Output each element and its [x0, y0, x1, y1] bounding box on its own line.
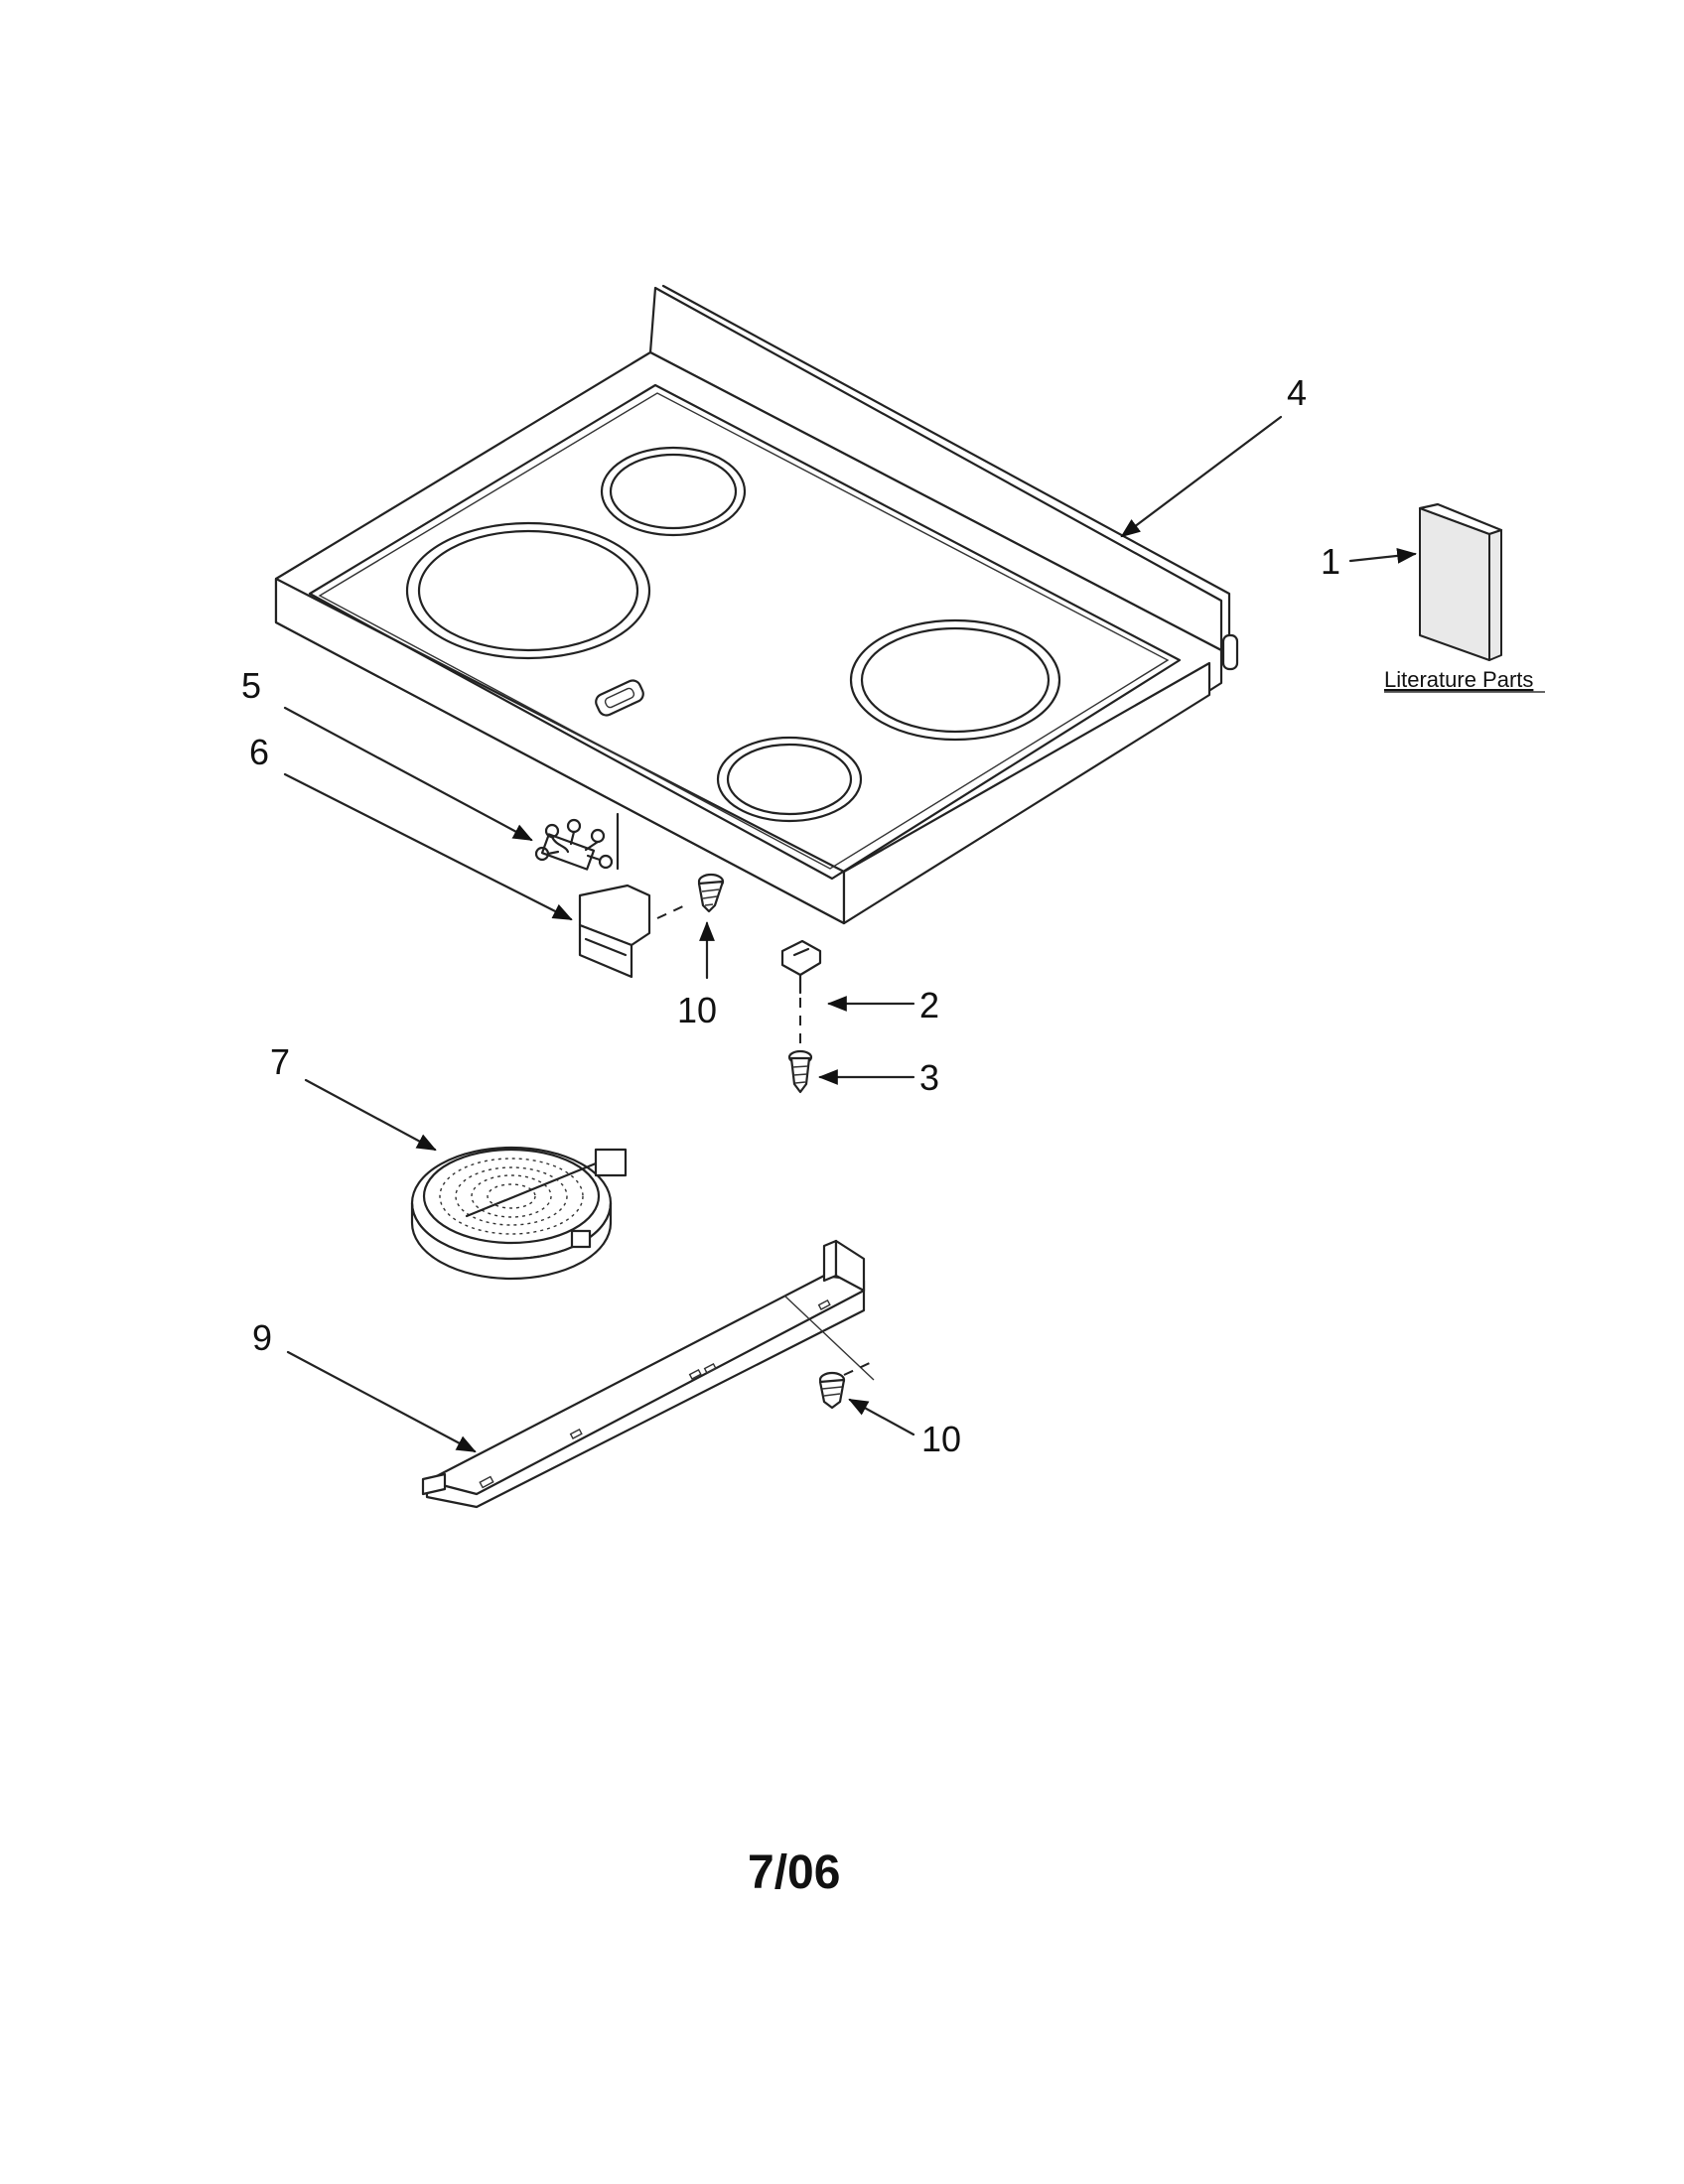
burner-large-left	[405, 521, 651, 660]
part-label-3: 3	[919, 1057, 939, 1098]
part-label-6: 6	[249, 732, 269, 772]
part-label-1: 1	[1321, 541, 1340, 582]
screw-lower	[818, 1361, 873, 1410]
leader-9	[286, 1350, 477, 1453]
leader-7	[304, 1078, 437, 1152]
leader-5	[283, 706, 533, 842]
revision-date: 7/06	[748, 1846, 840, 1899]
leader-1	[1348, 548, 1417, 564]
burner-small-back	[600, 446, 747, 537]
part-label-9: 9	[252, 1317, 272, 1358]
part-label-10-lower: 10	[921, 1419, 961, 1459]
burner-small-front	[716, 736, 863, 823]
part-label-4: 4	[1287, 372, 1307, 413]
screw-upper	[656, 873, 725, 919]
literature-parts-booklet	[1418, 502, 1503, 661]
literature-parts-label: Literature Parts	[1384, 667, 1533, 692]
part-label-10-upper: 10	[677, 990, 717, 1030]
support-bracket	[421, 1239, 875, 1509]
leader-10-lower	[848, 1398, 915, 1436]
part-label-7: 7	[270, 1041, 290, 1082]
switch-bracket	[578, 884, 651, 979]
part-label-2: 2	[919, 985, 939, 1025]
cooktop-main-top	[274, 284, 1239, 925]
burner-large-right	[849, 618, 1061, 742]
leader-6	[283, 772, 573, 921]
leader-4	[1120, 415, 1283, 538]
radiant-surface-element	[410, 1146, 628, 1281]
mounting-clip	[780, 939, 822, 995]
part-label-5: 5	[241, 665, 261, 706]
clip-screw	[787, 998, 813, 1094]
wiring-harness	[534, 812, 620, 871]
